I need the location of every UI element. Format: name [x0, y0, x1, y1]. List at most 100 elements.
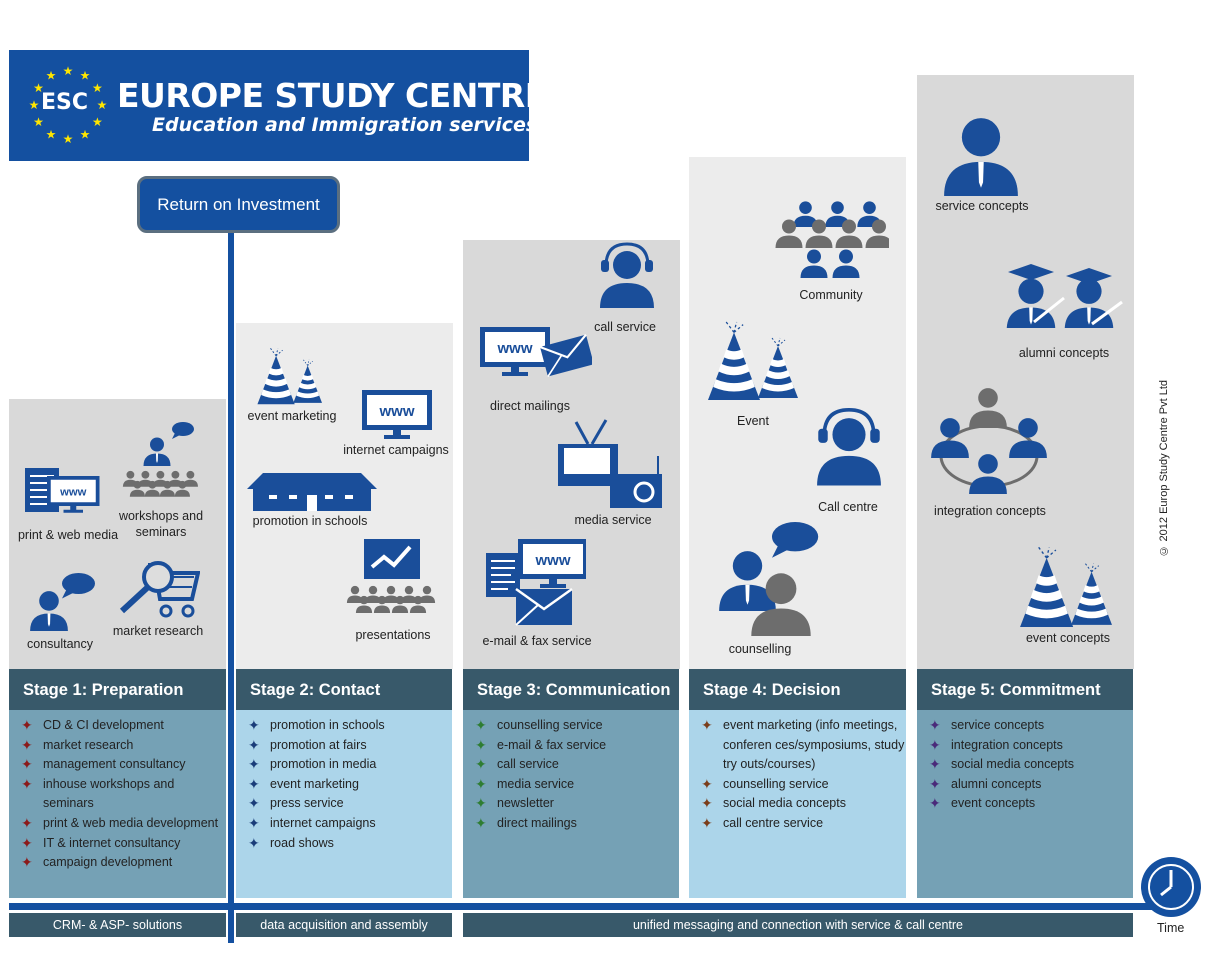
stage-item-text: counselling service — [723, 776, 829, 791]
bullet-icon: ✦ — [21, 814, 33, 831]
stage-item-text: integration concepts — [951, 737, 1063, 752]
svg-text:★: ★ — [97, 98, 108, 112]
icon-label: e-mail & fax service — [482, 634, 592, 648]
stage-5-panel: Stage 5: Commitment ✦service concepts✦in… — [917, 669, 1133, 898]
stage-item-text: event marketing (info meetings, conferen… — [723, 718, 905, 772]
stage-item: ✦ integration concepts — [929, 736, 1133, 756]
icon-label: internet campaigns — [343, 443, 449, 457]
stage-item-text: IT & internet consultancy — [43, 835, 181, 850]
service-concepts-icon — [940, 114, 1022, 196]
stage-item-text: press service — [270, 796, 344, 811]
icon-label: Call centre — [818, 500, 878, 514]
bullet-icon: ✦ — [701, 795, 713, 812]
market-research-icon — [118, 553, 200, 621]
stage-item-text: promotion in schools — [270, 718, 385, 732]
bullet-icon: ✦ — [248, 736, 260, 753]
stage-item: ✦ event concepts — [929, 794, 1133, 814]
presentations-icon — [346, 539, 438, 613]
svg-text:★: ★ — [80, 127, 91, 141]
event-marketing-icon — [256, 338, 322, 406]
svg-text:★: ★ — [63, 132, 74, 146]
svg-text:www: www — [378, 403, 414, 420]
stage-item: ✦management consultancy — [21, 755, 226, 775]
stage-item: ✦event marketing (info meetings, confere… — [701, 716, 906, 775]
stage-item-text: e-mail & fax service — [497, 737, 607, 752]
svg-text:★: ★ — [33, 81, 44, 95]
email-fax-icon: www — [486, 539, 586, 629]
stage-items: ✦ event marketing (info meetings, confere… — [689, 710, 906, 898]
stage-item-text: event concepts — [951, 796, 1036, 811]
roi-label: Return on Investment — [137, 176, 340, 233]
stage-item: ✦CD & CI development — [21, 716, 226, 736]
bullet-icon: ✦ — [929, 717, 941, 733]
consultancy-icon — [28, 573, 96, 631]
bullet-icon: ✦ — [929, 736, 941, 753]
stage-item: ✦counselling service — [475, 716, 679, 736]
stage-item: ✦ inhouse workshops and seminars — [21, 775, 226, 814]
stage-item: ✦call centre service — [701, 814, 906, 834]
call-centre-icon — [810, 406, 888, 494]
clock-icon — [1141, 857, 1201, 917]
bullet-icon: ✦ — [21, 834, 33, 851]
stage-item: ✦service concepts — [929, 716, 1133, 736]
media-service-icon — [558, 416, 664, 510]
svg-text:★: ★ — [92, 81, 103, 95]
bullet-icon: ✦ — [475, 756, 487, 773]
stage-item-text: promotion at fairs — [270, 737, 367, 752]
stage-title: Stage 5: Commitment — [917, 669, 1133, 710]
time-axis-line — [9, 903, 1154, 910]
stage-title: Stage 1: Preparation — [9, 669, 226, 710]
svg-text:★: ★ — [33, 115, 44, 129]
stage-item: ✦social media concepts — [929, 755, 1133, 775]
workshops-icon — [120, 422, 206, 502]
bullet-icon: ✦ — [21, 775, 33, 792]
footer-unified-messaging: unified messaging and connection with se… — [463, 913, 1133, 937]
bullet-icon: ✦ — [475, 775, 487, 792]
icon-label: integration concepts — [934, 504, 1046, 518]
stage-3-panel: Stage 3: Communication ✦counselling serv… — [463, 669, 679, 898]
bullet-icon: ✦ — [248, 756, 260, 773]
icon-label: print & web media — [17, 528, 119, 542]
stage-item: ✦press service — [248, 794, 452, 814]
stage-item: ✦internet campaigns — [248, 814, 452, 834]
stage-title: Stage 3: Communication — [463, 669, 679, 710]
integration-concepts-icon — [929, 386, 1049, 498]
stage-item: ✦campaign development — [21, 853, 226, 873]
direct-mailings-icon: www — [480, 327, 592, 397]
bullet-icon: ✦ — [701, 775, 713, 792]
stage-item: ✦e-mail & fax service — [475, 736, 679, 756]
icon-label: presentations — [355, 628, 431, 642]
call-service-icon — [594, 242, 660, 314]
stage-item: ✦print & web media development — [21, 814, 226, 834]
icon-label: media service — [574, 513, 652, 527]
stage-item: ✦market research — [21, 736, 226, 756]
bullet-icon: ✦ — [248, 814, 260, 831]
stage-item: ✦call service — [475, 755, 679, 775]
stage-2-panel: Stage 2: Contact ✦promotion in schools✦p… — [236, 669, 452, 898]
bullet-icon: ✦ — [21, 756, 33, 773]
bullet-icon: ✦ — [929, 795, 941, 812]
icon-label: Community — [799, 288, 863, 302]
footer-crm: CRM- & ASP- solutions — [9, 913, 226, 937]
svg-text:★: ★ — [46, 127, 57, 141]
bullet-icon: ✦ — [475, 795, 487, 812]
icon-label: event marketing — [247, 409, 337, 423]
stage-item: ✦newsletter — [475, 794, 679, 814]
stage-item-text: social media concepts — [723, 796, 846, 811]
stage-item-text: inhouse workshops and seminars — [43, 776, 175, 811]
icon-label: direct mailings — [490, 399, 570, 413]
icon-label: promotion in schools — [252, 514, 368, 528]
copyright: © 2012 Europ Study Centre Pvt Ltd — [1158, 380, 1170, 557]
bullet-icon: ✦ — [248, 775, 260, 792]
svg-text:★: ★ — [80, 69, 91, 83]
logo-badge: ESC — [41, 90, 89, 115]
svg-text:www: www — [496, 340, 532, 357]
icon-label: call service — [594, 320, 656, 334]
roi-axis-line — [228, 233, 234, 943]
svg-text:★: ★ — [29, 98, 40, 112]
bullet-icon: ✦ — [475, 814, 487, 831]
icon-label: consultancy — [26, 637, 94, 651]
stage-item: ✦direct mailings — [475, 814, 679, 834]
stage-title: Stage 2: Contact — [236, 669, 452, 710]
stage-item: ✦event marketing — [248, 775, 452, 795]
